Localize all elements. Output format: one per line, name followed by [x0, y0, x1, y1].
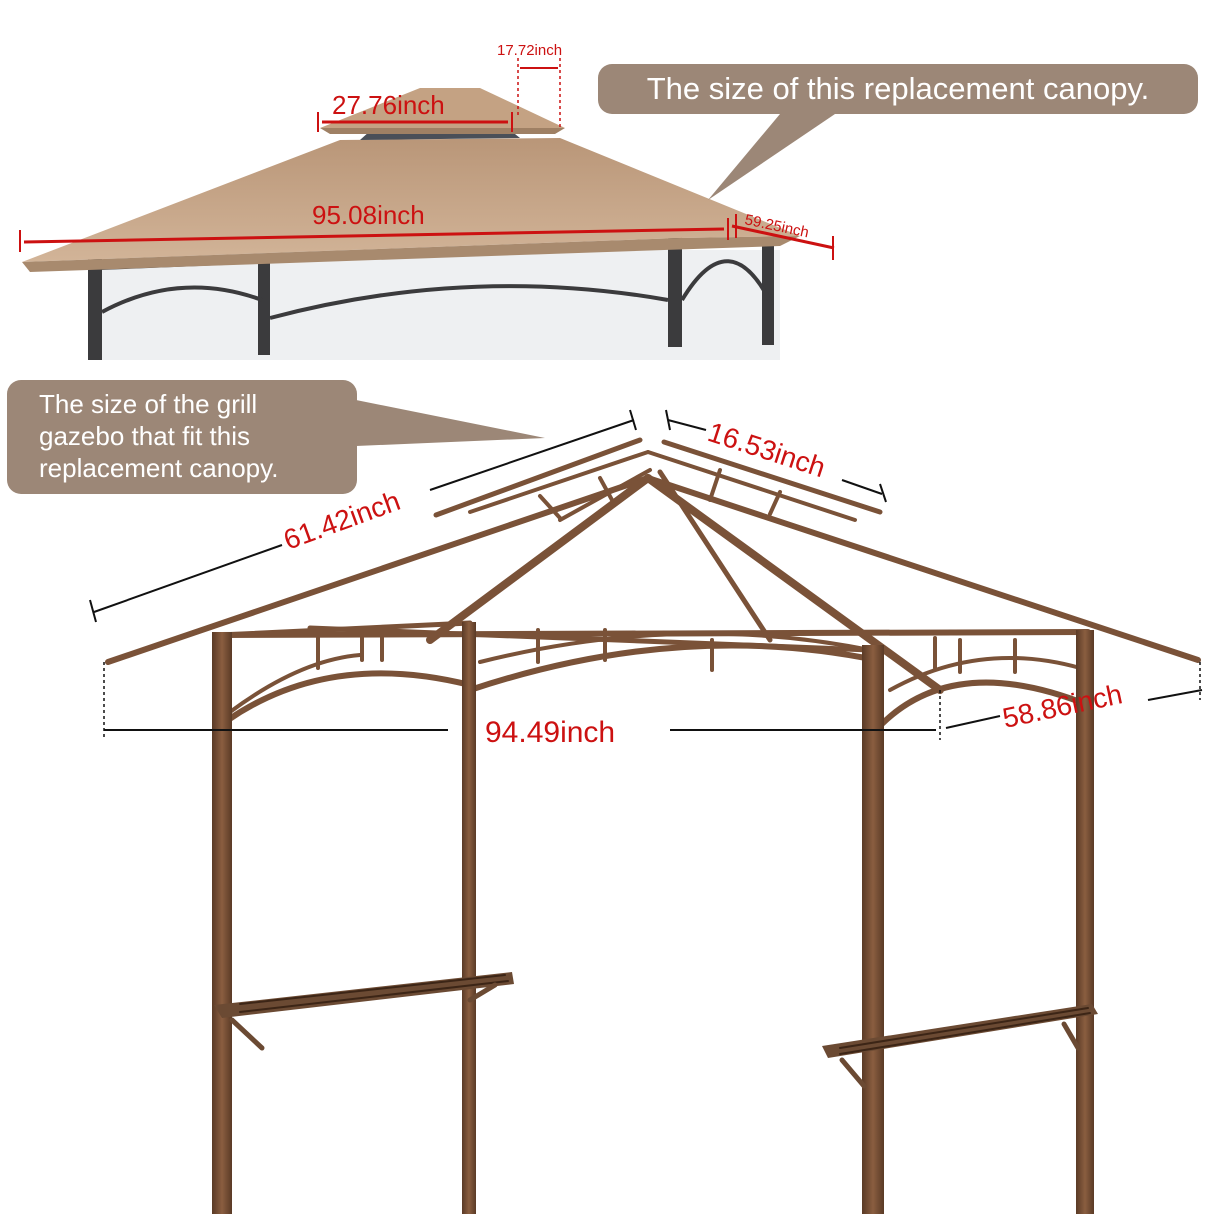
gazebo-callout-line-1: The size of the grill — [39, 389, 258, 419]
canopy-size-callout: The size of this replacement canopy. — [598, 64, 1198, 114]
label-frame-width: 94.49inch — [485, 716, 615, 749]
label-frame-roof-slope: 61.42inch — [279, 485, 404, 556]
canopy-arch-right — [680, 259, 774, 306]
canopy-arch-left — [101, 285, 263, 314]
label-canopy-top-width: 27.76inch — [332, 90, 445, 120]
canopy-valance — [22, 236, 800, 272]
canopy-size-callout-text: The size of this replacement canopy. — [646, 71, 1150, 106]
canopy-post-mid-left — [258, 260, 270, 355]
canopy-top-tier — [320, 88, 565, 128]
canopy-post-left — [88, 255, 102, 360]
label-canopy-width: 95.08inch — [312, 200, 425, 230]
gazebo-post-back-right — [1076, 630, 1094, 1214]
background-panel — [90, 250, 780, 360]
gazebo-post-front-right — [862, 645, 884, 1214]
gazebo-callout-line-2: gazebo that fit this — [39, 421, 251, 451]
gazebo-post-back-left — [462, 622, 476, 1214]
canopy-arch-front — [269, 284, 669, 320]
label-canopy-top-depth: 17.72inch — [497, 42, 562, 59]
gazebo-callout-pointer — [356, 400, 545, 446]
gazebo-post-front-left — [212, 632, 232, 1214]
gazebo-dimension-lines — [89, 409, 1203, 740]
canopy-post-right — [668, 235, 682, 347]
canopy-callout-pointer — [708, 114, 835, 200]
gazebo-frame-illustration — [105, 437, 1201, 1214]
gazebo-size-callout: The size of the grill gazebo that fit th… — [7, 380, 357, 494]
canopy-top-tier-edge — [320, 128, 565, 134]
gazebo-callout-line-3: replacement canopy. — [39, 453, 279, 483]
canopy-dimension-lines — [19, 58, 835, 260]
